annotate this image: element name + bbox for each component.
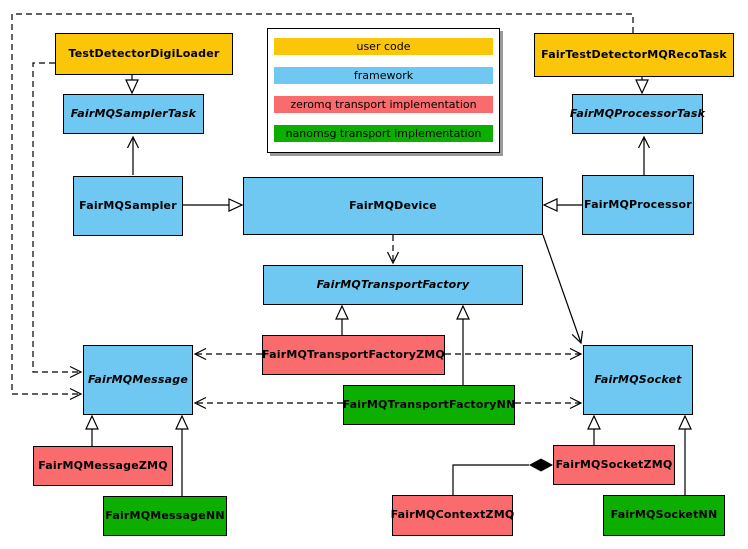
node-fairmqsamplertask: FairMQSamplerTask [63,94,204,134]
node-fairmqtransportfactoryzmq: FairMQTransportFactoryZMQ [262,335,445,375]
node-fairmqprocessortask: FairMQProcessorTask [570,94,705,134]
composition-diamond [529,458,553,472]
node-testdetectordigiloader: TestDetectorDigiLoader [55,33,233,75]
node-fairmqprocessor: FairMQProcessor [582,175,694,235]
node-fairmqmessagezmq: FairMQMessageZMQ [33,446,173,486]
node-fairtestdetectormqrecotask: FairTestDetectorMQRecoTask [534,33,734,77]
node-fairmqsocketnn: FairMQSocketNN [603,495,725,536]
node-fairmqdevice: FairMQDevice [243,177,543,235]
node-fairmqsocket: FairMQSocket [583,345,693,415]
node-fairmqtransportfactorynn: FairMQTransportFactoryNN [343,385,515,425]
edge-digiloader-message-dependency [32,62,83,379]
node-fairmqtransportfactory: FairMQTransportFactory [263,265,523,305]
node-fairmqmessage: FairMQMessage [83,345,193,415]
legend-item-zeromq: zeromq transport implementation [274,96,493,113]
edge-contextzmq-socketzmq-composition [452,464,529,495]
node-fairmqsocketzmq: FairMQSocketZMQ [553,445,675,485]
legend-item-framework: framework [274,67,493,84]
node-fairmqsampler: FairMQSampler [73,176,183,236]
edge-recotask-message-dependency [11,13,634,401]
node-fairmqmessagenn: FairMQMessageNN [103,496,227,536]
node-fairmqcontextzmq: FairMQContextZMQ [391,495,514,536]
legend: user code framework zeromq transport imple… [267,28,500,153]
legend-item-user_code: user code [274,38,493,55]
legend-item-nanomsg: nanomsg transport implementation [274,125,493,142]
edge-device-socket-association [542,234,584,345]
